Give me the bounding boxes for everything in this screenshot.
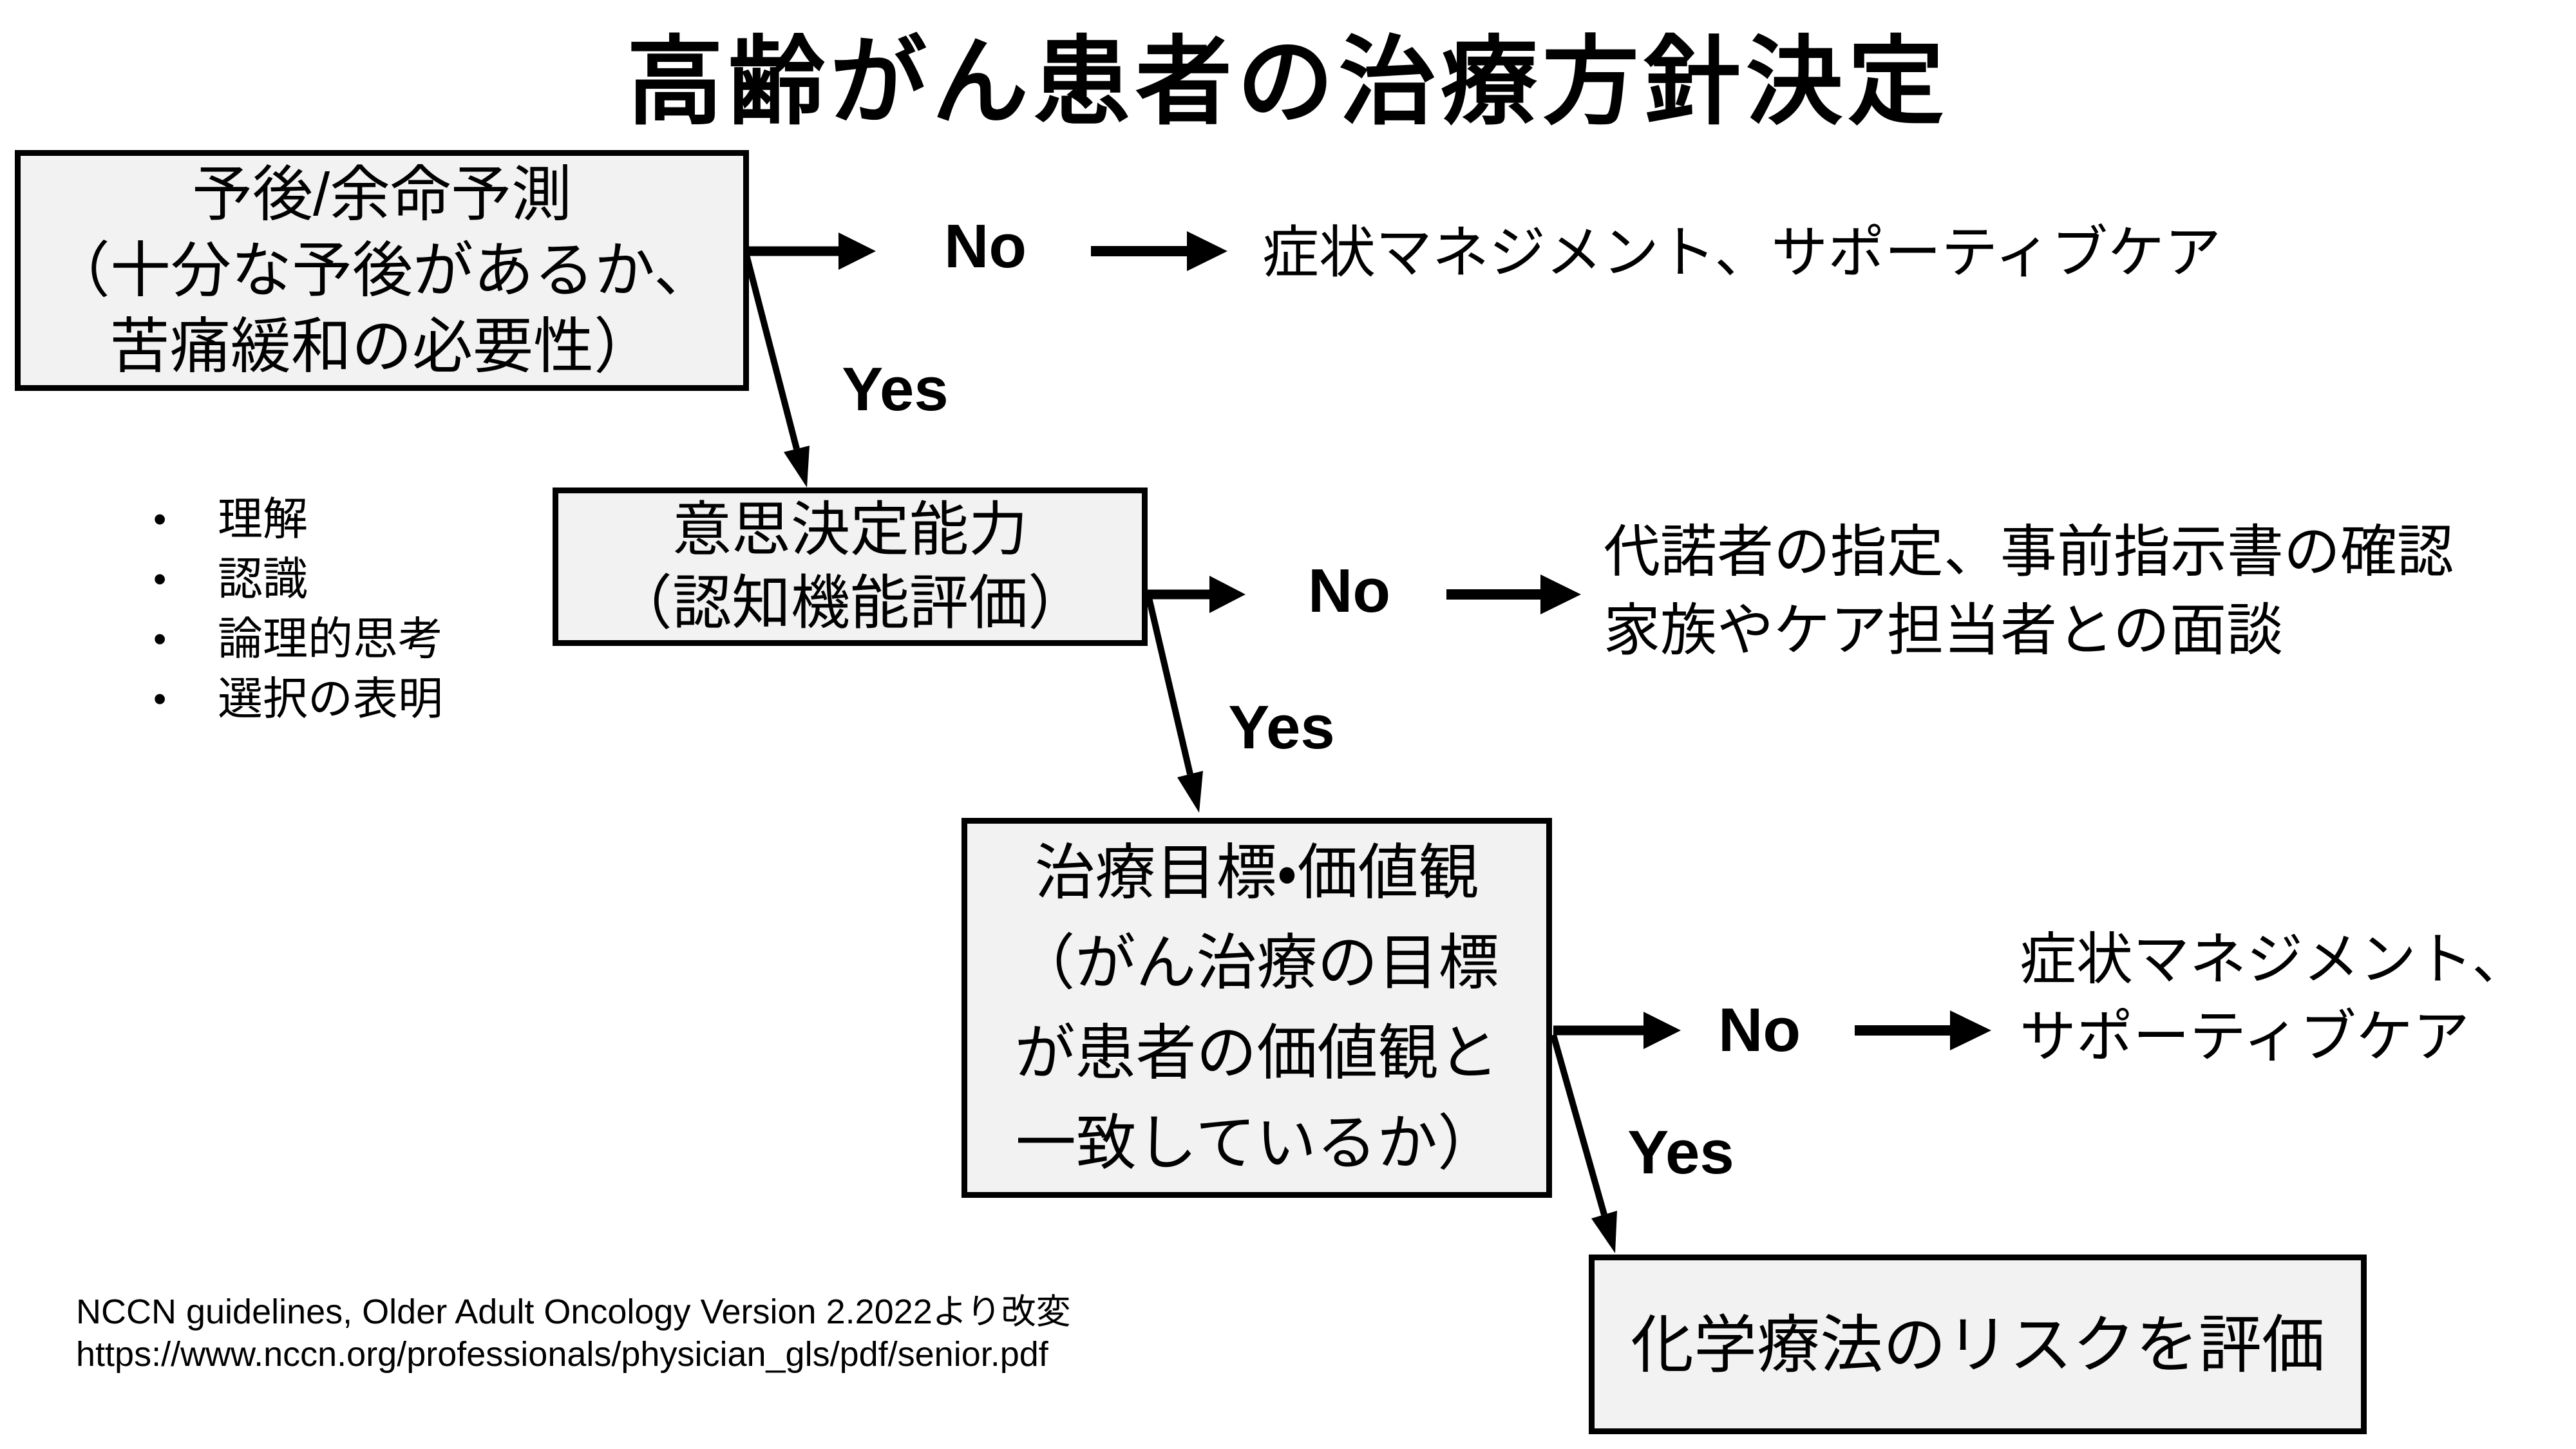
outcome-surrogate-line-1: 代諾者の指定、事前指示書の確認 <box>1604 520 2454 583</box>
arrow-no3-to-outcome <box>1855 1010 1991 1050</box>
box-capacity-line-2: （認知機能評価） <box>612 571 1087 636</box>
outcome-surrogate-line-2: 家族やケア担当者との面談 <box>1604 598 2284 662</box>
bullet-dot: • <box>153 678 167 720</box>
arrow-goals-to-no <box>1553 1012 1681 1049</box>
label-yes-2: Yes <box>1228 693 1335 762</box>
box-prognosis-line-3: 苦痛緩和の必要性） <box>109 312 654 380</box>
bullet-dot: • <box>153 618 167 660</box>
list-item: • 論理的思考 <box>153 609 443 669</box>
box-goals-line-1: 治療目標・価値観 <box>1034 838 1479 906</box>
arrow-goals-yes-to-chemo <box>1550 1034 1617 1253</box>
arrow-no2-to-outcome <box>1446 574 1581 614</box>
arrow-no1-to-outcome <box>1091 231 1227 271</box>
criteria-label-1: 理解 <box>218 494 308 544</box>
list-item: • 認識 <box>153 549 443 609</box>
box-chemo-risk: 化学療法のリスクを評価 <box>1589 1255 2367 1434</box>
box-capacity: 意思決定能力 （認知機能評価） <box>553 488 1148 646</box>
arrow-prognosis-to-no <box>746 232 876 270</box>
box-goals-line-2: （がん治療の目標 <box>1014 929 1499 996</box>
list-item: • 選択の表明 <box>153 669 443 729</box>
arrow-prognosis-yes-to-capacity <box>743 251 810 488</box>
arrow-capacity-yes-to-goals <box>1146 596 1203 813</box>
citation-line-1: NCCN guidelines, Older Adult Oncology Ve… <box>76 1293 1071 1331</box>
criteria-label-4: 選択の表明 <box>218 674 443 724</box>
citation: NCCN guidelines, Older Adult Oncology Ve… <box>76 1291 1071 1376</box>
label-yes-1: Yes <box>842 355 949 424</box>
box-prognosis-line-1: 予後/余命予測 <box>191 160 573 228</box>
outcome-symptom-care-2-line-1: 症状マネジメント、 <box>2020 927 2529 991</box>
label-no-1: No <box>944 212 1027 281</box>
box-prognosis: 予後/余命予測 （十分な予後があるか、 苦痛緩和の必要性） <box>15 150 749 391</box>
outcome-surrogate: 代諾者の指定、事前指示書の確認 家族やケア担当者との面談 <box>1604 513 2454 670</box>
arrow-capacity-to-no <box>1148 576 1245 613</box>
outcome-symptom-care-1: 症状マネジメント、サポーティブケア <box>1262 220 2221 285</box>
criteria-label-3: 論理的思考 <box>218 614 443 664</box>
label-no-2: No <box>1308 556 1390 625</box>
capacity-criteria-list: • 理解 • 認識 • 論理的思考 • 選択の表明 <box>153 489 443 729</box>
box-goals-line-3: が患者の価値観と <box>1014 1019 1499 1086</box>
citation-line-2: https://www.nccn.org/professionals/physi… <box>76 1335 1048 1374</box>
label-yes-3: Yes <box>1627 1118 1734 1187</box>
bullet-dot: • <box>153 558 167 600</box>
page-title: 高齢がん患者の治療方針決定 <box>626 28 1949 136</box>
label-no-3: No <box>1718 996 1801 1065</box>
box-chemo-risk-line: 化学療法のリスクを評価 <box>1630 1309 2325 1380</box>
bullet-dot: • <box>153 498 167 540</box>
list-item: • 理解 <box>153 489 443 549</box>
outcome-symptom-care-2: 症状マネジメント、 サポーティブケア <box>2020 921 2528 1075</box>
outcome-symptom-care-2-line-2: サポーティブケア <box>2020 1005 2470 1068</box>
box-goals-line-4: 一致しているか） <box>1015 1109 1499 1177</box>
box-goals: 治療目標・価値観 （がん治療の目標 が患者の価値観と 一致しているか） <box>961 818 1552 1198</box>
box-capacity-line-1: 意思決定能力 <box>672 497 1028 563</box>
criteria-label-2: 認識 <box>218 554 308 604</box>
box-prognosis-line-2: （十分な予後があるか、 <box>49 236 715 304</box>
